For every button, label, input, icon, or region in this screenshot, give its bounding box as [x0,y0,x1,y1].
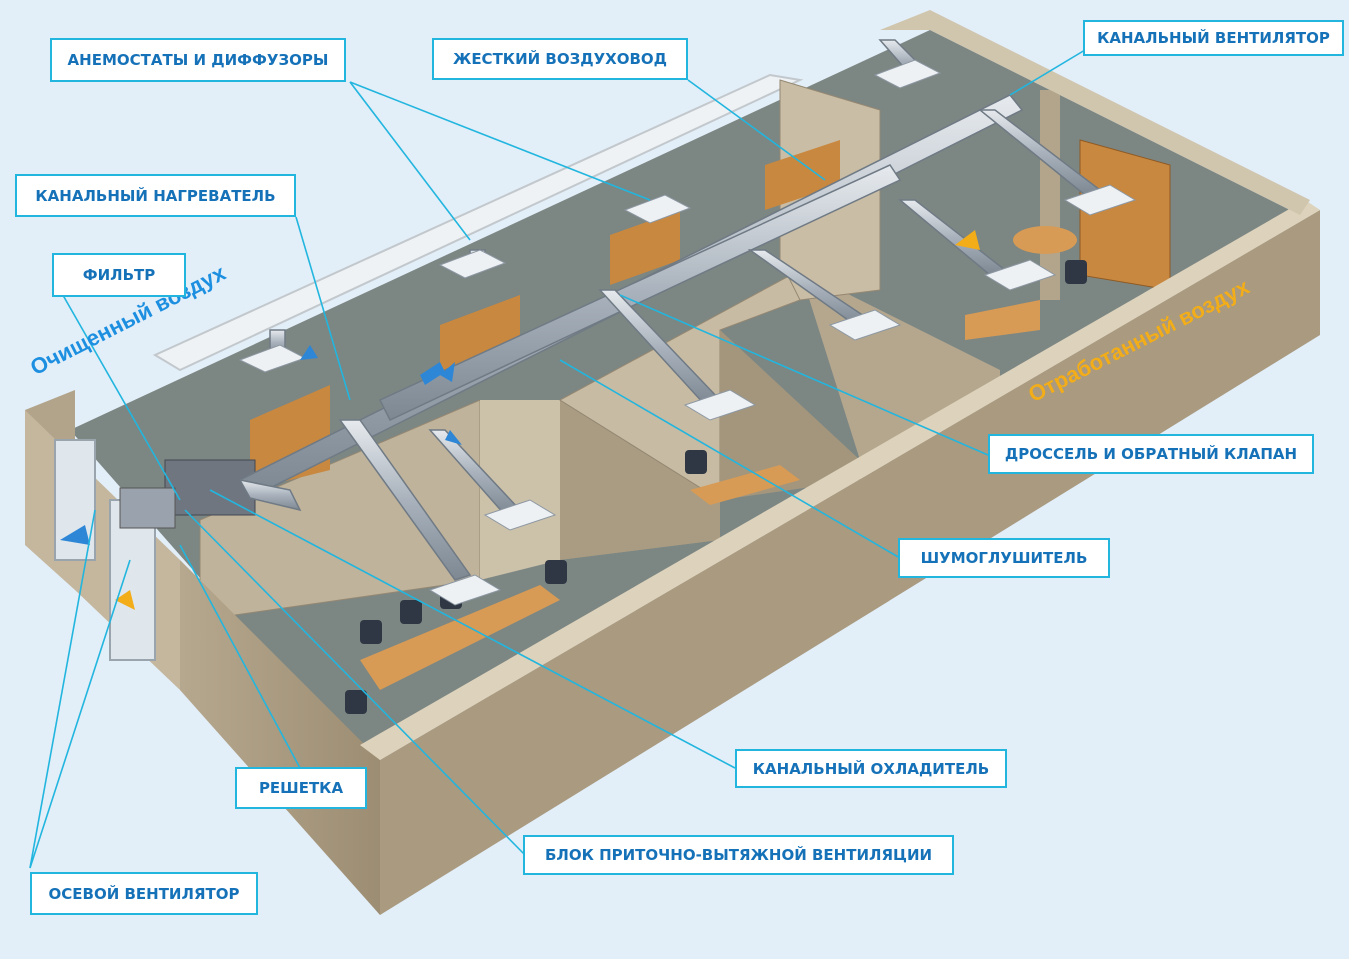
partition-wall [560,400,720,560]
outer-wall-back [880,10,1310,215]
supply-duct [378,164,902,421]
airflow-arrow [445,430,462,445]
leader-line [687,79,826,181]
diffuser [483,499,557,531]
label-rigid-duct: ЖЕСТКИЙ ВОЗДУХОВОД [432,38,688,80]
desk [965,300,1040,340]
window-wall [152,73,804,372]
leader-line [349,81,471,241]
chair [685,450,707,474]
partition-wall [559,269,801,501]
label-silencer: ШУМОГЛУШИТЕЛЬ [898,538,1110,578]
chair [1065,260,1087,284]
outer-wall-front-long [380,210,1320,915]
leader-line [29,509,96,869]
leader-line [619,294,989,456]
diffuser [683,389,757,421]
label-ventilation-unit: БЛОК ПРИТОЧНО-ВЫТЯЖНОЙ ВЕНТИЛЯЦИИ [523,835,954,875]
leader-line [349,81,651,201]
branch-duct [338,419,472,581]
diffuser [438,249,507,279]
diffuser [428,574,502,606]
diffuser [828,309,902,341]
partition-wall [720,330,860,500]
chair [545,560,567,584]
leader-line [209,489,736,769]
desk [610,210,680,285]
label-grille: РЕШЕТКА [235,767,367,809]
label-damper-valve: ДРОССЕЛЬ И ОБРАТНЫЙ КЛАПАН [988,434,1314,474]
leader-line [179,544,301,769]
exhaust-arrow [955,230,980,250]
label-axial-fan: ОСЕВОЙ ВЕНТИЛЯТОР [30,872,258,915]
chair [345,690,367,714]
leader-line [1009,49,1086,96]
cabinet [1079,139,1171,291]
label-duct-heater: КАНАЛЬНЫЙ НАГРЕВАТЕЛЬ [15,174,296,217]
leader-line [184,509,526,856]
airflow-arrow [440,362,455,382]
branch-duct [238,478,302,512]
chair [360,620,382,644]
label-filter: ФИЛЬТР [52,253,186,297]
diffuser [873,59,942,89]
outer-wall-front [180,560,380,915]
desk [360,585,560,690]
diffuser [623,194,692,224]
label-anemostats: АНЕМОСТАТЫ И ДИФФУЗОРЫ [50,38,346,82]
round-table [1013,226,1077,254]
outer-wall-top-edge [360,200,1320,760]
desk [765,140,840,210]
airflow-arrow [60,525,90,545]
label-duct-fan: КАНАЛЬНЫЙ ВЕНТИЛЯТОР [1083,20,1344,56]
ventilation-unit-module [119,487,176,529]
partition-wall [480,400,560,580]
exhaust-arrow [115,590,135,610]
airflow-arrow [420,362,445,385]
desk [690,465,800,505]
diffuser [1063,184,1137,216]
airflow-arrow [300,345,318,360]
leader-line [59,289,181,501]
leader-line [559,359,901,559]
label-duct-cooler: КАНАЛЬНЫЙ ОХЛАДИТЕЛЬ [735,749,1007,788]
chair [400,600,422,624]
leader-line [295,216,351,401]
diffuser [983,259,1057,291]
leader-line [29,559,131,869]
